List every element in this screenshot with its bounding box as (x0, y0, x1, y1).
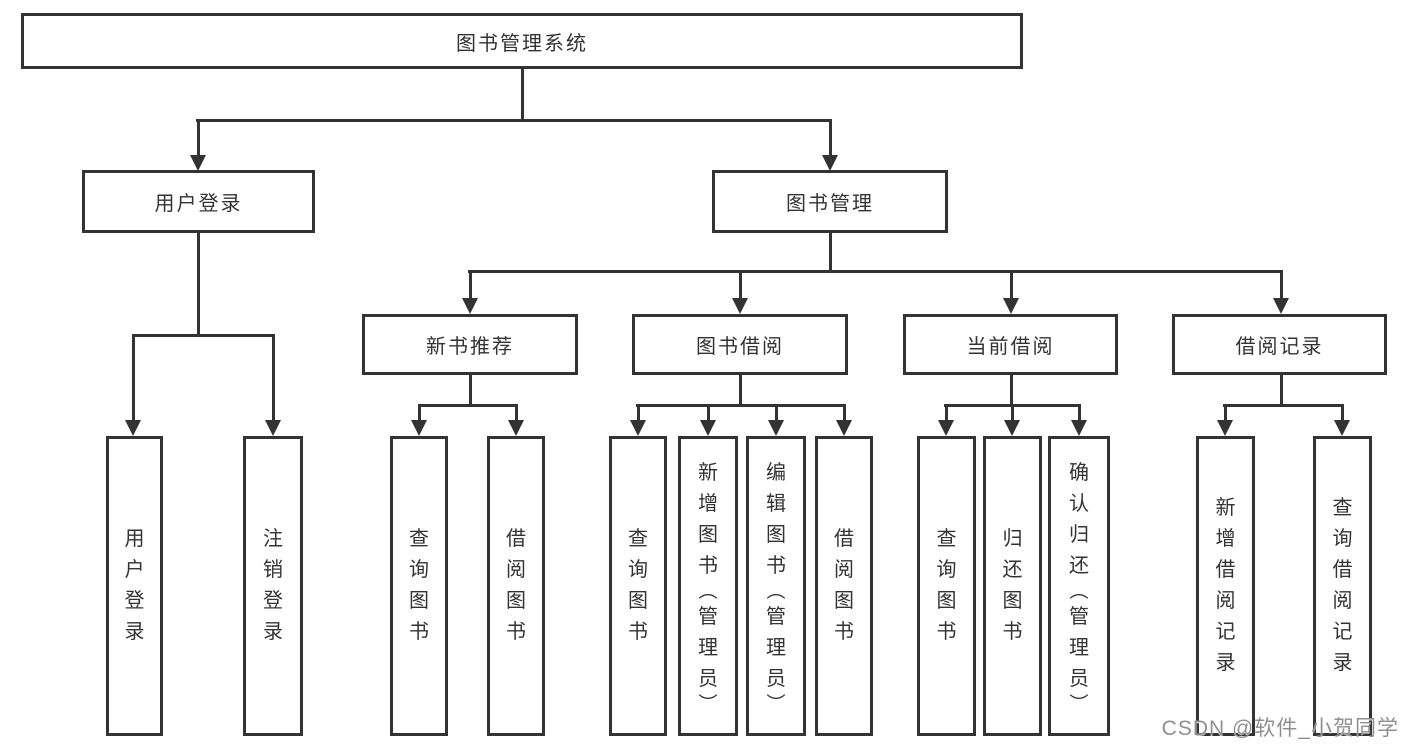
node-label: 用户登录 (154, 193, 243, 215)
arrow-down-icon (1217, 420, 1233, 436)
connector-drop (945, 404, 948, 422)
connector-drop (1224, 404, 1227, 422)
connector-book-mgmt-stem (829, 232, 832, 272)
arrow-down-icon (1273, 298, 1289, 314)
arrow-down-icon (732, 298, 748, 314)
node-leaf-bb-add-books-admin: 新增图书︵管理员︶ (678, 436, 738, 736)
node-book-management: 图书管理 (712, 170, 948, 233)
arrow-down-icon (411, 420, 427, 436)
connector-user-login-stem (197, 232, 200, 336)
arrow-down-icon (630, 420, 646, 436)
node-leaf-br-query-record: 查询借阅记录 (1313, 436, 1372, 736)
node-label: 查询图书 (409, 528, 429, 643)
node-borrow-record: 借阅记录 (1172, 314, 1387, 375)
node-label: 图书管理 (786, 193, 874, 215)
node-label: 归还图书 (1002, 528, 1023, 643)
arrow-down-icon (822, 155, 838, 171)
connector-drop (1078, 404, 1081, 422)
arrow-down-icon (190, 155, 206, 171)
connector-drop (843, 404, 846, 422)
connector-drop (1011, 404, 1014, 422)
connector-book-borrow-hline (636, 404, 845, 407)
node-label: 确认归还︵管理员︶ (1069, 461, 1089, 715)
node-leaf-bb-borrow-books: 借阅图书 (815, 436, 873, 736)
node-leaf-user-login: 用户登录 (106, 436, 163, 736)
connector-new-book-stem (469, 374, 472, 406)
connector-drop (1341, 404, 1344, 422)
connector-root-stem (521, 68, 524, 122)
node-label: 借阅图书 (506, 528, 526, 643)
connector-drop-leaf-user-login (132, 334, 135, 422)
connector-drop-borrow-record (1280, 270, 1283, 300)
connector-drop (637, 404, 640, 422)
node-label: 用户登录 (124, 528, 145, 643)
arrow-down-icon (1071, 420, 1087, 436)
node-label: 新增图书︵管理员︶ (698, 461, 718, 715)
node-label: 新书推荐 (426, 336, 514, 358)
node-leaf-bb-query-books: 查询图书 (609, 436, 667, 736)
connector-drop (775, 404, 778, 422)
connector-drop (707, 404, 710, 422)
connector-book-borrow-stem (739, 374, 742, 406)
node-label: 查询借阅记录 (1332, 497, 1353, 674)
node-leaf-nb-query-books: 查询图书 (390, 436, 448, 736)
node-label: 注销登录 (263, 528, 283, 643)
node-current-borrow: 当前借阅 (903, 314, 1118, 375)
arrow-down-icon (125, 420, 141, 436)
csdn-watermark: CSDN @软件_小贺同学 (1161, 717, 1399, 740)
node-book-borrow: 图书借阅 (632, 314, 848, 375)
connector-drop-book-borrow (739, 270, 742, 300)
arrow-down-icon (462, 298, 478, 314)
node-leaf-nb-borrow-books: 借阅图书 (487, 436, 545, 736)
node-label: 图书借阅 (696, 336, 784, 358)
node-label: 借阅图书 (834, 528, 854, 643)
connector-drop-current-borrow (1010, 270, 1013, 300)
node-root-library-system: 图书管理系统 (21, 13, 1023, 69)
node-label: 当前借阅 (966, 336, 1055, 358)
connector-book-mgmt-hline (468, 270, 1282, 273)
arrow-down-icon (1003, 298, 1019, 314)
node-leaf-cb-return-books: 归还图书 (983, 436, 1042, 736)
node-label: 编辑图书︵管理员︶ (766, 461, 786, 715)
arrow-down-icon (1334, 420, 1350, 436)
arrow-down-icon (508, 420, 524, 436)
node-new-book-recommend: 新书推荐 (362, 314, 578, 375)
connector-borrow-record-hline (1223, 404, 1344, 407)
connector-current-borrow-stem (1010, 374, 1013, 406)
connector-level1-hline (196, 119, 832, 122)
node-leaf-logout: 注销登录 (243, 436, 303, 736)
connector-user-login-hline (132, 334, 275, 337)
connector-drop-new-book (469, 270, 472, 300)
connector-drop-leaf-logout (272, 334, 275, 422)
connector-drop-book-mgmt (829, 119, 832, 157)
connector-drop (515, 404, 518, 422)
arrow-down-icon (265, 420, 281, 436)
arrow-down-icon (938, 420, 954, 436)
node-leaf-cb-confirm-return-admin: 确认归还︵管理员︶ (1048, 436, 1110, 736)
node-label: 图书管理系统 (456, 32, 588, 55)
arrow-down-icon (768, 420, 784, 436)
node-label: 借阅记录 (1235, 336, 1324, 358)
connector-drop (418, 404, 421, 422)
arrow-down-icon (836, 420, 852, 436)
node-user-login: 用户登录 (82, 170, 315, 233)
connector-new-book-hline (418, 404, 518, 407)
node-label: 查询图书 (628, 528, 648, 643)
node-leaf-br-add-record: 新增借阅记录 (1196, 436, 1255, 736)
node-leaf-bb-edit-books-admin: 编辑图书︵管理员︶ (746, 436, 806, 736)
connector-borrow-record-stem (1280, 374, 1283, 406)
node-leaf-cb-query-books: 查询图书 (917, 436, 976, 736)
node-label: 查询图书 (936, 528, 957, 643)
arrow-down-icon (1004, 420, 1020, 436)
node-label: 新增借阅记录 (1215, 497, 1236, 674)
arrow-down-icon (700, 420, 716, 436)
connector-drop-user-login (197, 119, 200, 157)
